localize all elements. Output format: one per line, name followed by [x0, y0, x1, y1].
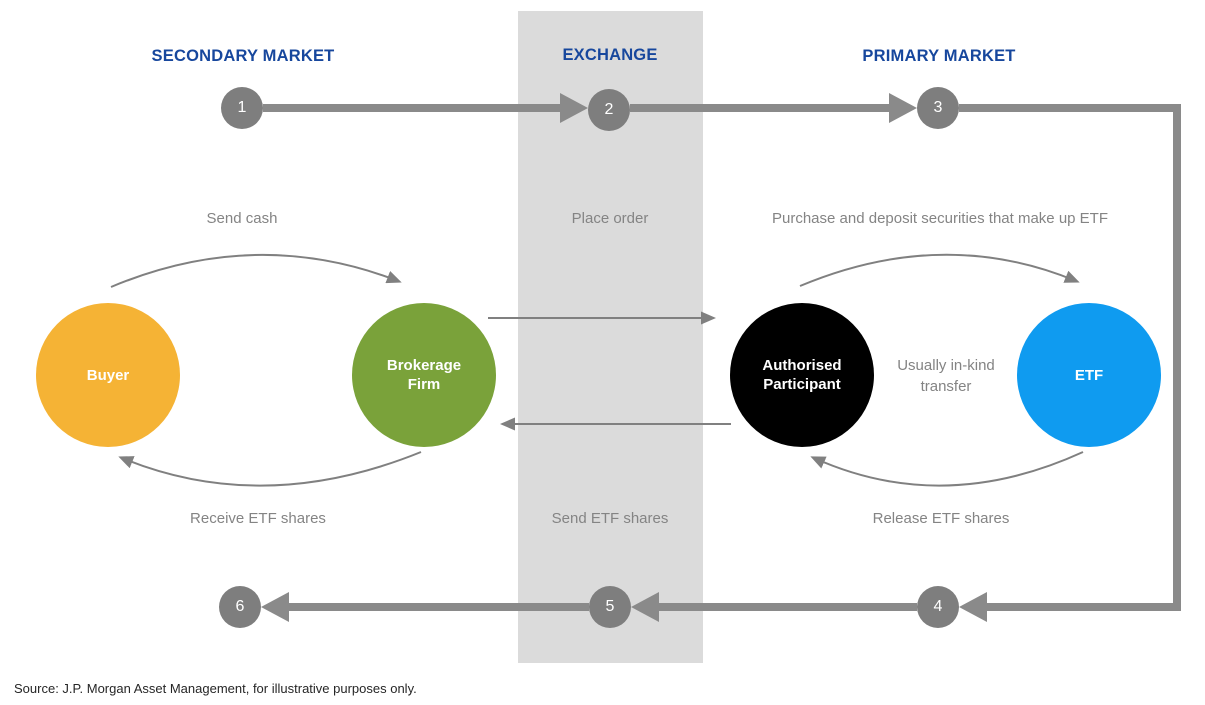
- thick-arrow-step3-to-step4: [959, 104, 1181, 611]
- secondary-market-header: SECONDARY MARKET: [151, 47, 335, 65]
- step-circle-4: 4: [917, 586, 959, 628]
- thin-flow-arrows: [110, 253, 1084, 487]
- arrowhead-into-step2: [560, 93, 588, 123]
- arrowhead-into-step4: [959, 592, 987, 622]
- step-circle-1: 1: [221, 87, 263, 129]
- purchase-deposit-arrow: [799, 253, 1080, 287]
- arrowhead-into-step3: [889, 93, 917, 123]
- authorised-participant-label: Authorised Participant: [762, 357, 842, 393]
- authorised-participant-circle: Authorised Participant: [730, 303, 874, 447]
- send-etf-shares-label: Send ETF shares: [551, 510, 669, 527]
- step-circle-2: 2: [588, 89, 630, 131]
- arrowhead-into-step5: [631, 592, 659, 622]
- primary-market-header: PRIMARY MARKET: [862, 47, 1016, 65]
- release-etf-shares-arrow: [810, 451, 1084, 487]
- source-note: Source: J.P. Morgan Asset Management, fo…: [14, 681, 417, 696]
- brokerage-firm-circle: Brokerage Firm: [352, 303, 496, 447]
- place-order-label: Place order: [571, 210, 649, 227]
- buyer-circle: Buyer: [36, 303, 180, 447]
- thick-step-arrows: [263, 104, 1181, 611]
- step-circle-6: 6: [219, 586, 261, 628]
- etf-circle: ETF: [1017, 303, 1161, 447]
- arrowhead-into-step6: [261, 592, 289, 622]
- brokerage-firm-label: Brokerage Firm: [386, 357, 462, 393]
- send-cash-label: Send cash: [206, 210, 278, 227]
- send-cash-arrow: [110, 254, 402, 288]
- buyer-label: Buyer: [86, 366, 130, 384]
- etf-label: ETF: [1074, 366, 1104, 384]
- step-circle-5: 5: [589, 586, 631, 628]
- purchase-deposit-label: Purchase and deposit securities that mak…: [771, 210, 1109, 227]
- thick-arrowheads: [261, 93, 987, 622]
- receive-etf-shares-arrow: [118, 451, 422, 487]
- usually-in-kind-label: Usually in-kind transfer: [897, 357, 995, 395]
- receive-etf-shares-label: Receive ETF shares: [190, 510, 326, 527]
- release-etf-shares-label: Release ETF shares: [872, 510, 1010, 527]
- exchange-header: EXCHANGE: [562, 46, 658, 64]
- step-circle-3: 3: [917, 87, 959, 129]
